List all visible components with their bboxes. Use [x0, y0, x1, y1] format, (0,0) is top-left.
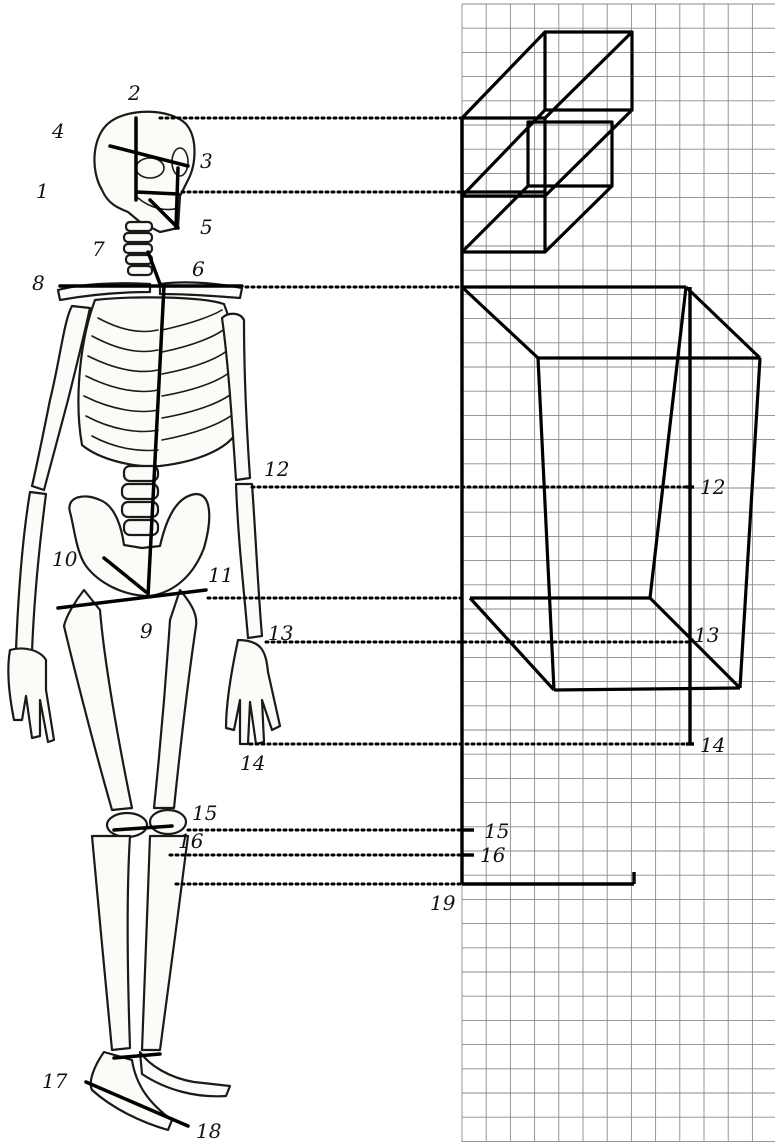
jaw-box-back — [528, 122, 612, 186]
hand-left — [226, 640, 280, 744]
label-15: 15 — [192, 801, 217, 825]
label-9: 9 — [140, 619, 153, 643]
tibia-left — [142, 836, 188, 1050]
label-12: 12 — [264, 457, 289, 481]
measurement-grid — [462, 4, 775, 1142]
label-8: 8 — [32, 271, 45, 295]
forearm-left — [236, 484, 262, 638]
label-13: 13 — [268, 621, 293, 645]
label-4: 4 — [51, 119, 65, 143]
grid-label-15: 15 — [484, 819, 509, 843]
label-11: 11 — [208, 563, 233, 587]
grid-label-16: 16 — [480, 843, 506, 867]
face-axis — [176, 168, 178, 228]
label-18: 18 — [196, 1119, 221, 1142]
label-2: 2 — [127, 81, 141, 105]
label-16: 16 — [178, 829, 204, 853]
kneecap-right — [107, 813, 147, 837]
cervical-spine — [124, 222, 152, 275]
ankle-line — [114, 1054, 160, 1058]
grid-label-12: 12 — [700, 475, 725, 499]
grid-label-13: 13 — [694, 623, 719, 647]
femur-right — [64, 590, 132, 810]
label-3: 3 — [200, 149, 213, 173]
label-6: 6 — [192, 257, 205, 281]
label-17: 17 — [42, 1069, 68, 1093]
femur-left — [154, 590, 196, 808]
reference-scale — [462, 118, 694, 884]
head-base-axis — [136, 192, 178, 194]
label-1: 1 — [36, 179, 49, 203]
foot-left — [140, 1052, 230, 1096]
label-19: 19 — [430, 891, 456, 915]
label-14: 14 — [240, 751, 265, 775]
label-10: 10 — [52, 547, 78, 571]
hand-right — [8, 648, 54, 742]
label-5: 5 — [200, 215, 213, 239]
head-boxes — [462, 32, 632, 252]
forearm-right — [16, 492, 46, 652]
label-7: 7 — [92, 237, 105, 261]
grid-labels: 12 13 14 15 16 19 — [430, 475, 725, 915]
tibia-right — [92, 836, 130, 1050]
grid-label-14: 14 — [700, 733, 725, 757]
